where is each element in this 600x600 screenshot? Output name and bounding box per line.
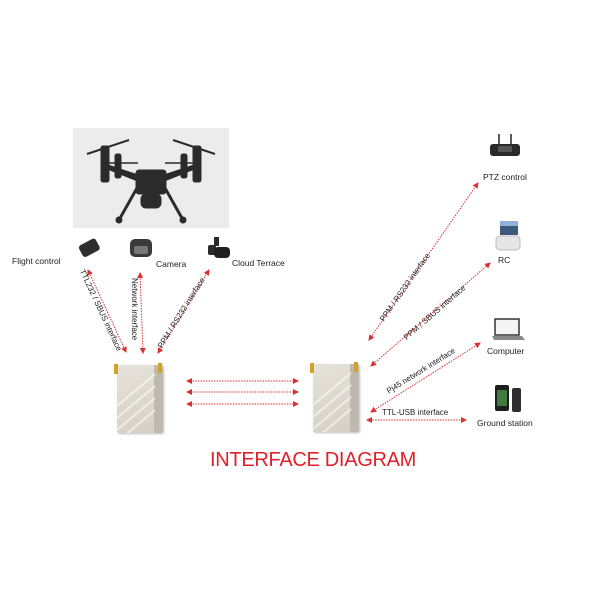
cloud-terrace-device [202,235,232,261]
network-interface-label: Network interface [130,278,139,341]
ground-station-device [494,384,522,414]
arrow-rc [370,262,491,367]
ground-data-link-module [313,364,359,432]
ground-station-icon [495,385,521,412]
diagram-title: INTERFACE DIAGRAM [210,449,417,471]
air-data-link-module [117,365,163,433]
ptz-control-label: PTZ control [483,172,527,182]
computer-device [490,318,526,342]
arrow-computer [370,342,481,413]
camera-label: Camera [156,259,187,269]
rc-label: RC [498,255,511,265]
remote-controller-icon [495,221,521,251]
flight-controller-icon [78,238,100,257]
rc-device [494,220,522,252]
computer-label: Computer [487,346,525,356]
arrow-flight-control [87,269,127,353]
antenna-icon [158,363,162,373]
ptz-control-device [488,134,522,158]
drone-icon [86,139,216,224]
ttl-usb-interface-label: TTL-USB interface [382,408,449,417]
ptz-controller-icon [490,134,520,156]
laptop-icon [492,318,525,340]
camera-icon [130,239,152,257]
cloud-terrace-label: Cloud Terrace [232,258,285,268]
arrow-ptz [368,182,479,341]
drone-image [73,128,229,228]
antenna-icon [310,363,314,373]
arrow-cloud-terrace [157,269,210,354]
camera-device [128,236,154,260]
arrow-camera [137,272,146,354]
antenna-icon [114,364,118,374]
gimbal-icon [208,237,230,258]
antenna-icon [354,362,358,372]
flight-control-label: Flight control [12,256,61,266]
ground-station-label: Ground station [477,418,533,428]
flight-control-device [78,238,102,258]
